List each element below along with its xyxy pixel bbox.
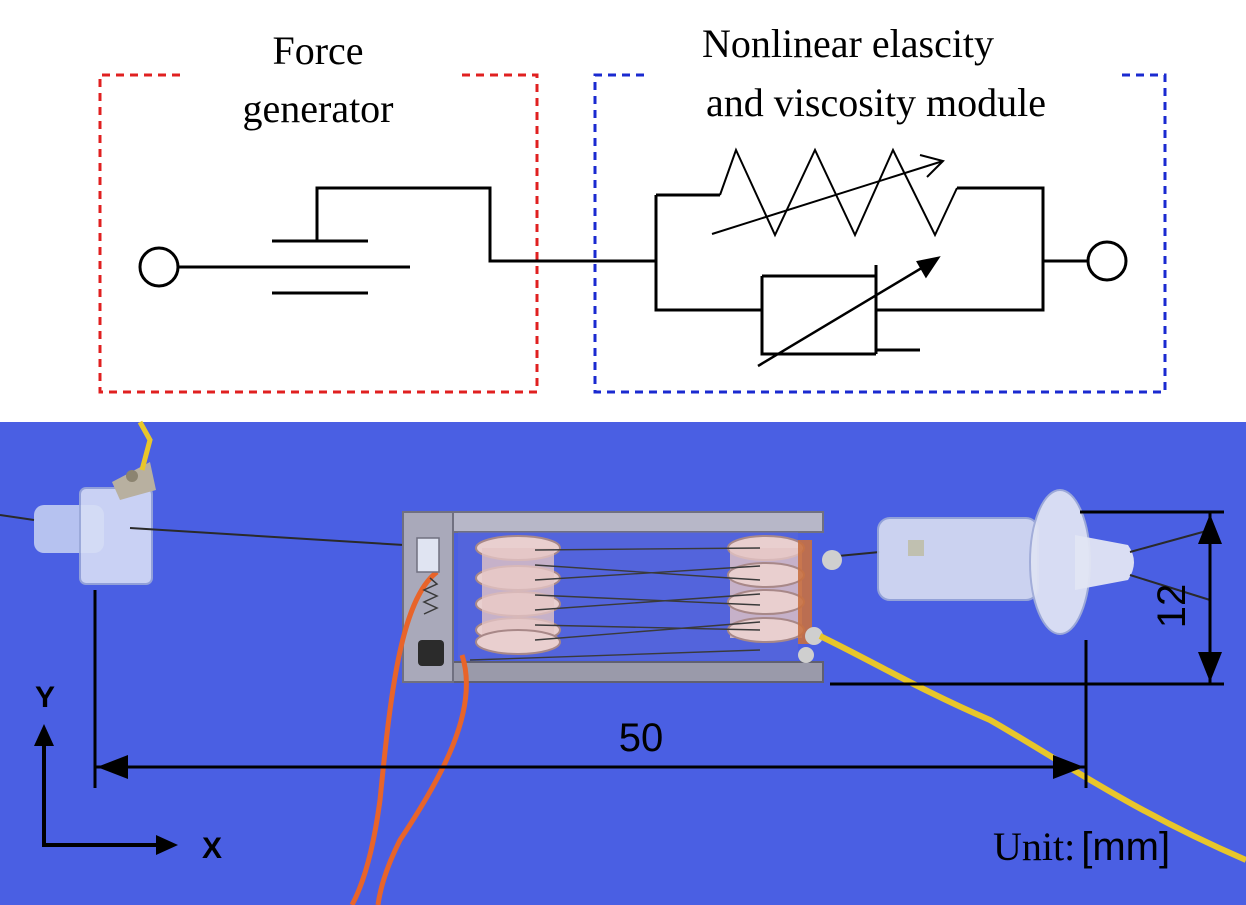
spring-icon bbox=[719, 147, 958, 238]
right-pulley-stack bbox=[727, 535, 805, 643]
dimension-height-label: 12 bbox=[1150, 584, 1194, 629]
axis-indicator-icon bbox=[34, 724, 178, 855]
right-mount bbox=[877, 489, 1211, 635]
frame-right-components bbox=[798, 540, 842, 663]
right-terminal-icon bbox=[1086, 240, 1128, 282]
tension-wire bbox=[0, 514, 881, 557]
device-photo: 50 12 Y X Unit:[mm] bbox=[0, 420, 1246, 905]
left-terminal-icon bbox=[138, 246, 180, 288]
module-frame-wires bbox=[654, 186, 1089, 312]
axis-y-label: Y bbox=[35, 681, 55, 714]
unit-label-value: [mm] bbox=[1081, 825, 1170, 869]
damper-variable-arrow-icon bbox=[757, 256, 941, 368]
damper-icon bbox=[760, 265, 920, 356]
unit-label: Unit:[mm] bbox=[993, 824, 1170, 869]
dimension-lines bbox=[93, 510, 1224, 788]
module-box bbox=[593, 73, 1167, 394]
force-generator-label-line1: Force bbox=[272, 28, 363, 73]
force-generator-label-line2: generator bbox=[242, 86, 393, 131]
left-mount bbox=[34, 462, 156, 585]
force-generator-box bbox=[98, 73, 539, 394]
pulley-wires bbox=[469, 547, 761, 661]
spring-variable-arrow-icon bbox=[711, 154, 945, 235]
axis-x-label: X bbox=[202, 832, 222, 865]
yellow-lead-right bbox=[818, 633, 1246, 863]
unit-label-prefix: Unit: bbox=[993, 824, 1075, 869]
yellow-lead-top bbox=[137, 420, 153, 471]
frame-left-components bbox=[416, 537, 444, 666]
dimension-length-label: 50 bbox=[619, 716, 664, 760]
orange-leads bbox=[349, 570, 469, 905]
schematic: Force generator Nonlinear elascity and v… bbox=[98, 21, 1167, 394]
left-pulley-stack bbox=[475, 535, 561, 655]
module-label-line1: Nonlinear elascity bbox=[702, 21, 994, 66]
module-label-line2: and viscosity module bbox=[706, 80, 1046, 125]
force-generator-symbol bbox=[272, 186, 656, 295]
